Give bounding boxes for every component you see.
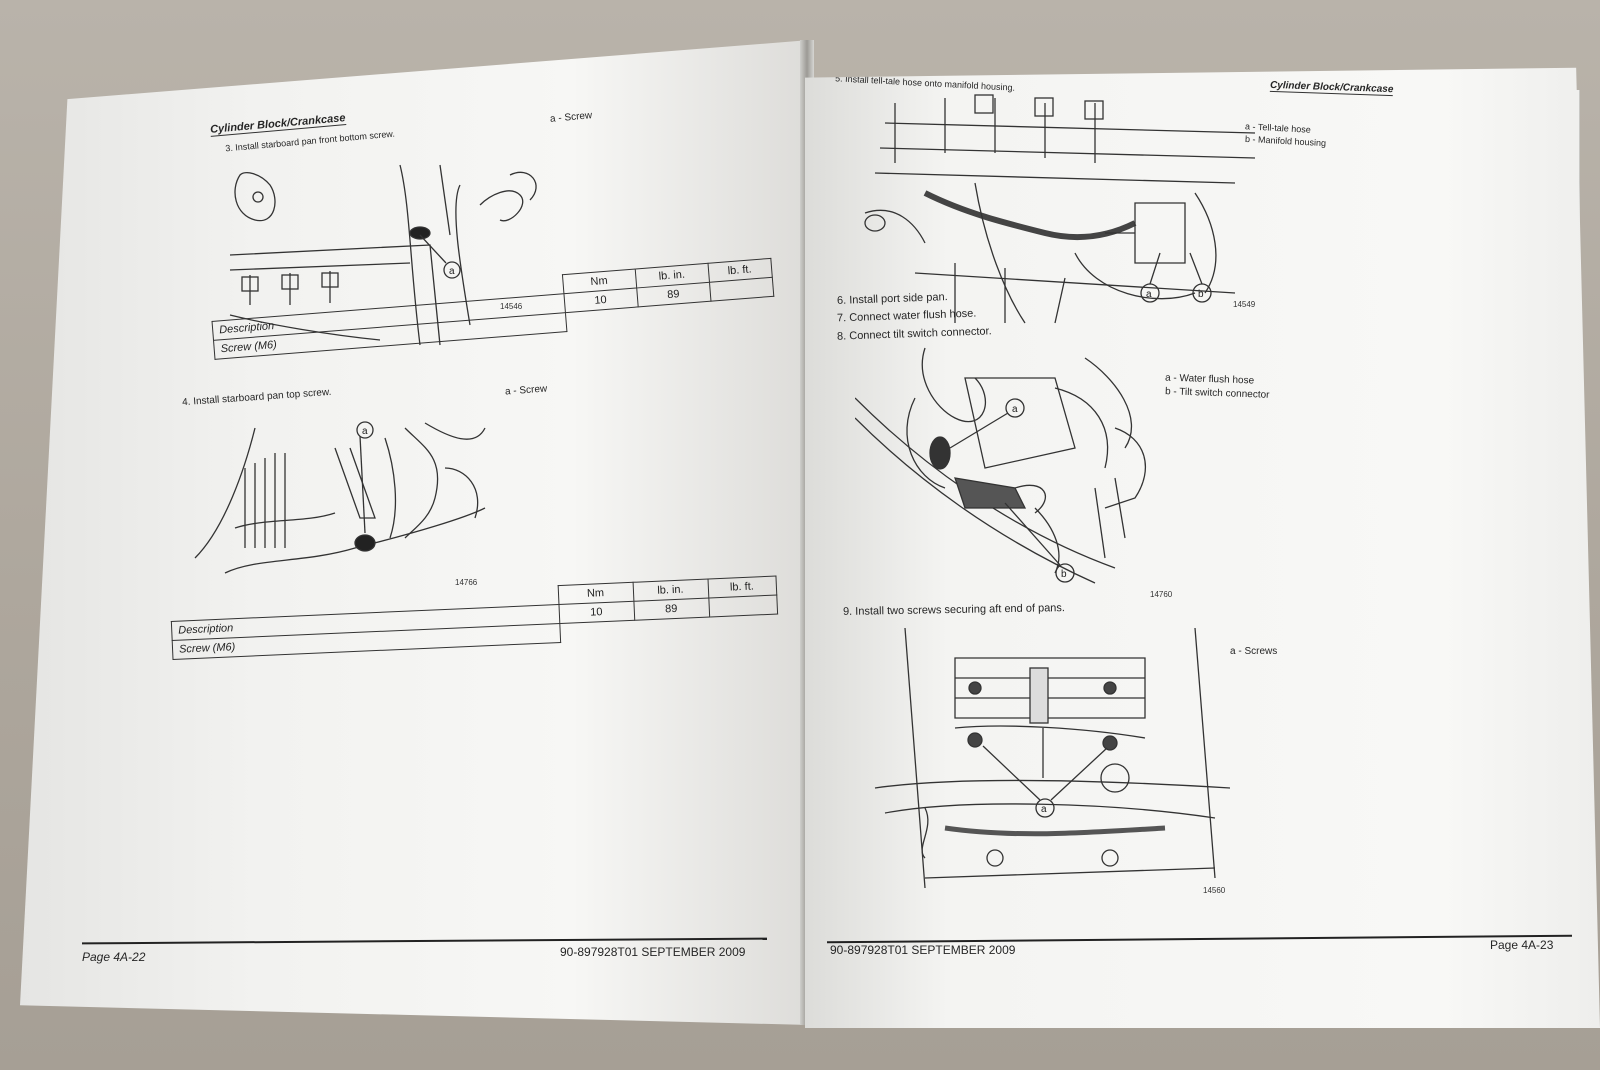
svg-text:a: a [1012,404,1018,415]
step-4-text: 4. Install starboard pan top screw. [181,386,332,409]
svg-text:a: a [362,426,368,437]
left-page: Cylinder Block/Crankcase 3. Install star… [20,40,810,1025]
right-footer-document-code: 90-897928T01 SEPTEMBER 2009 [830,943,1016,957]
torque-table-2: Nm lb. in. lb. ft. Description 10 89 Scr… [170,576,778,660]
svg-text:b: b [1198,289,1204,300]
figure-4-illustration: a b [855,338,1175,588]
figure-4-legend-b: b - Tilt switch connector [1164,386,1270,401]
right-footer-page-number: Page 4A-23 [1490,938,1554,952]
figure-1-number: 14546 [500,302,523,311]
figure-2-illustration: a [185,408,505,588]
figure-3-number: 14549 [1233,300,1256,309]
figure-3-illustration: a b [855,93,1265,328]
svg-text:a: a [1041,804,1047,815]
figure-1-legend: a - Screw [549,110,593,125]
right-footer-rule [827,934,1572,944]
figure-2-legend: a - Screw [504,383,548,398]
figure-5-legend: a - Screws [1230,646,1278,657]
right-page-header: Cylinder Block/Crankcase [1269,79,1394,97]
figure-4-legend-a: a - Water flush hose [1164,372,1255,387]
left-page-header: Cylinder Block/Crankcase [209,112,347,137]
figure-5-illustration: a [865,628,1230,893]
left-footer-page-number: Page 4A-22 [82,950,146,964]
figure-5-number: 14560 [1203,886,1226,895]
left-footer-document-code: 90-897928T01 SEPTEMBER 2009 [560,945,746,959]
left-footer-rule [82,937,767,945]
figure-2-number: 14766 [455,578,478,587]
right-page: 5. Install tell-tale hose onto manifold … [805,67,1600,1028]
figure-4-number: 14760 [1150,590,1173,599]
step-9-text: 9. Install two screws securing aft end o… [842,602,1066,618]
svg-text:a: a [449,266,455,277]
svg-text:a: a [1146,289,1152,300]
figure-1-illustration: a [210,145,570,355]
svg-text:b: b [1061,569,1067,580]
